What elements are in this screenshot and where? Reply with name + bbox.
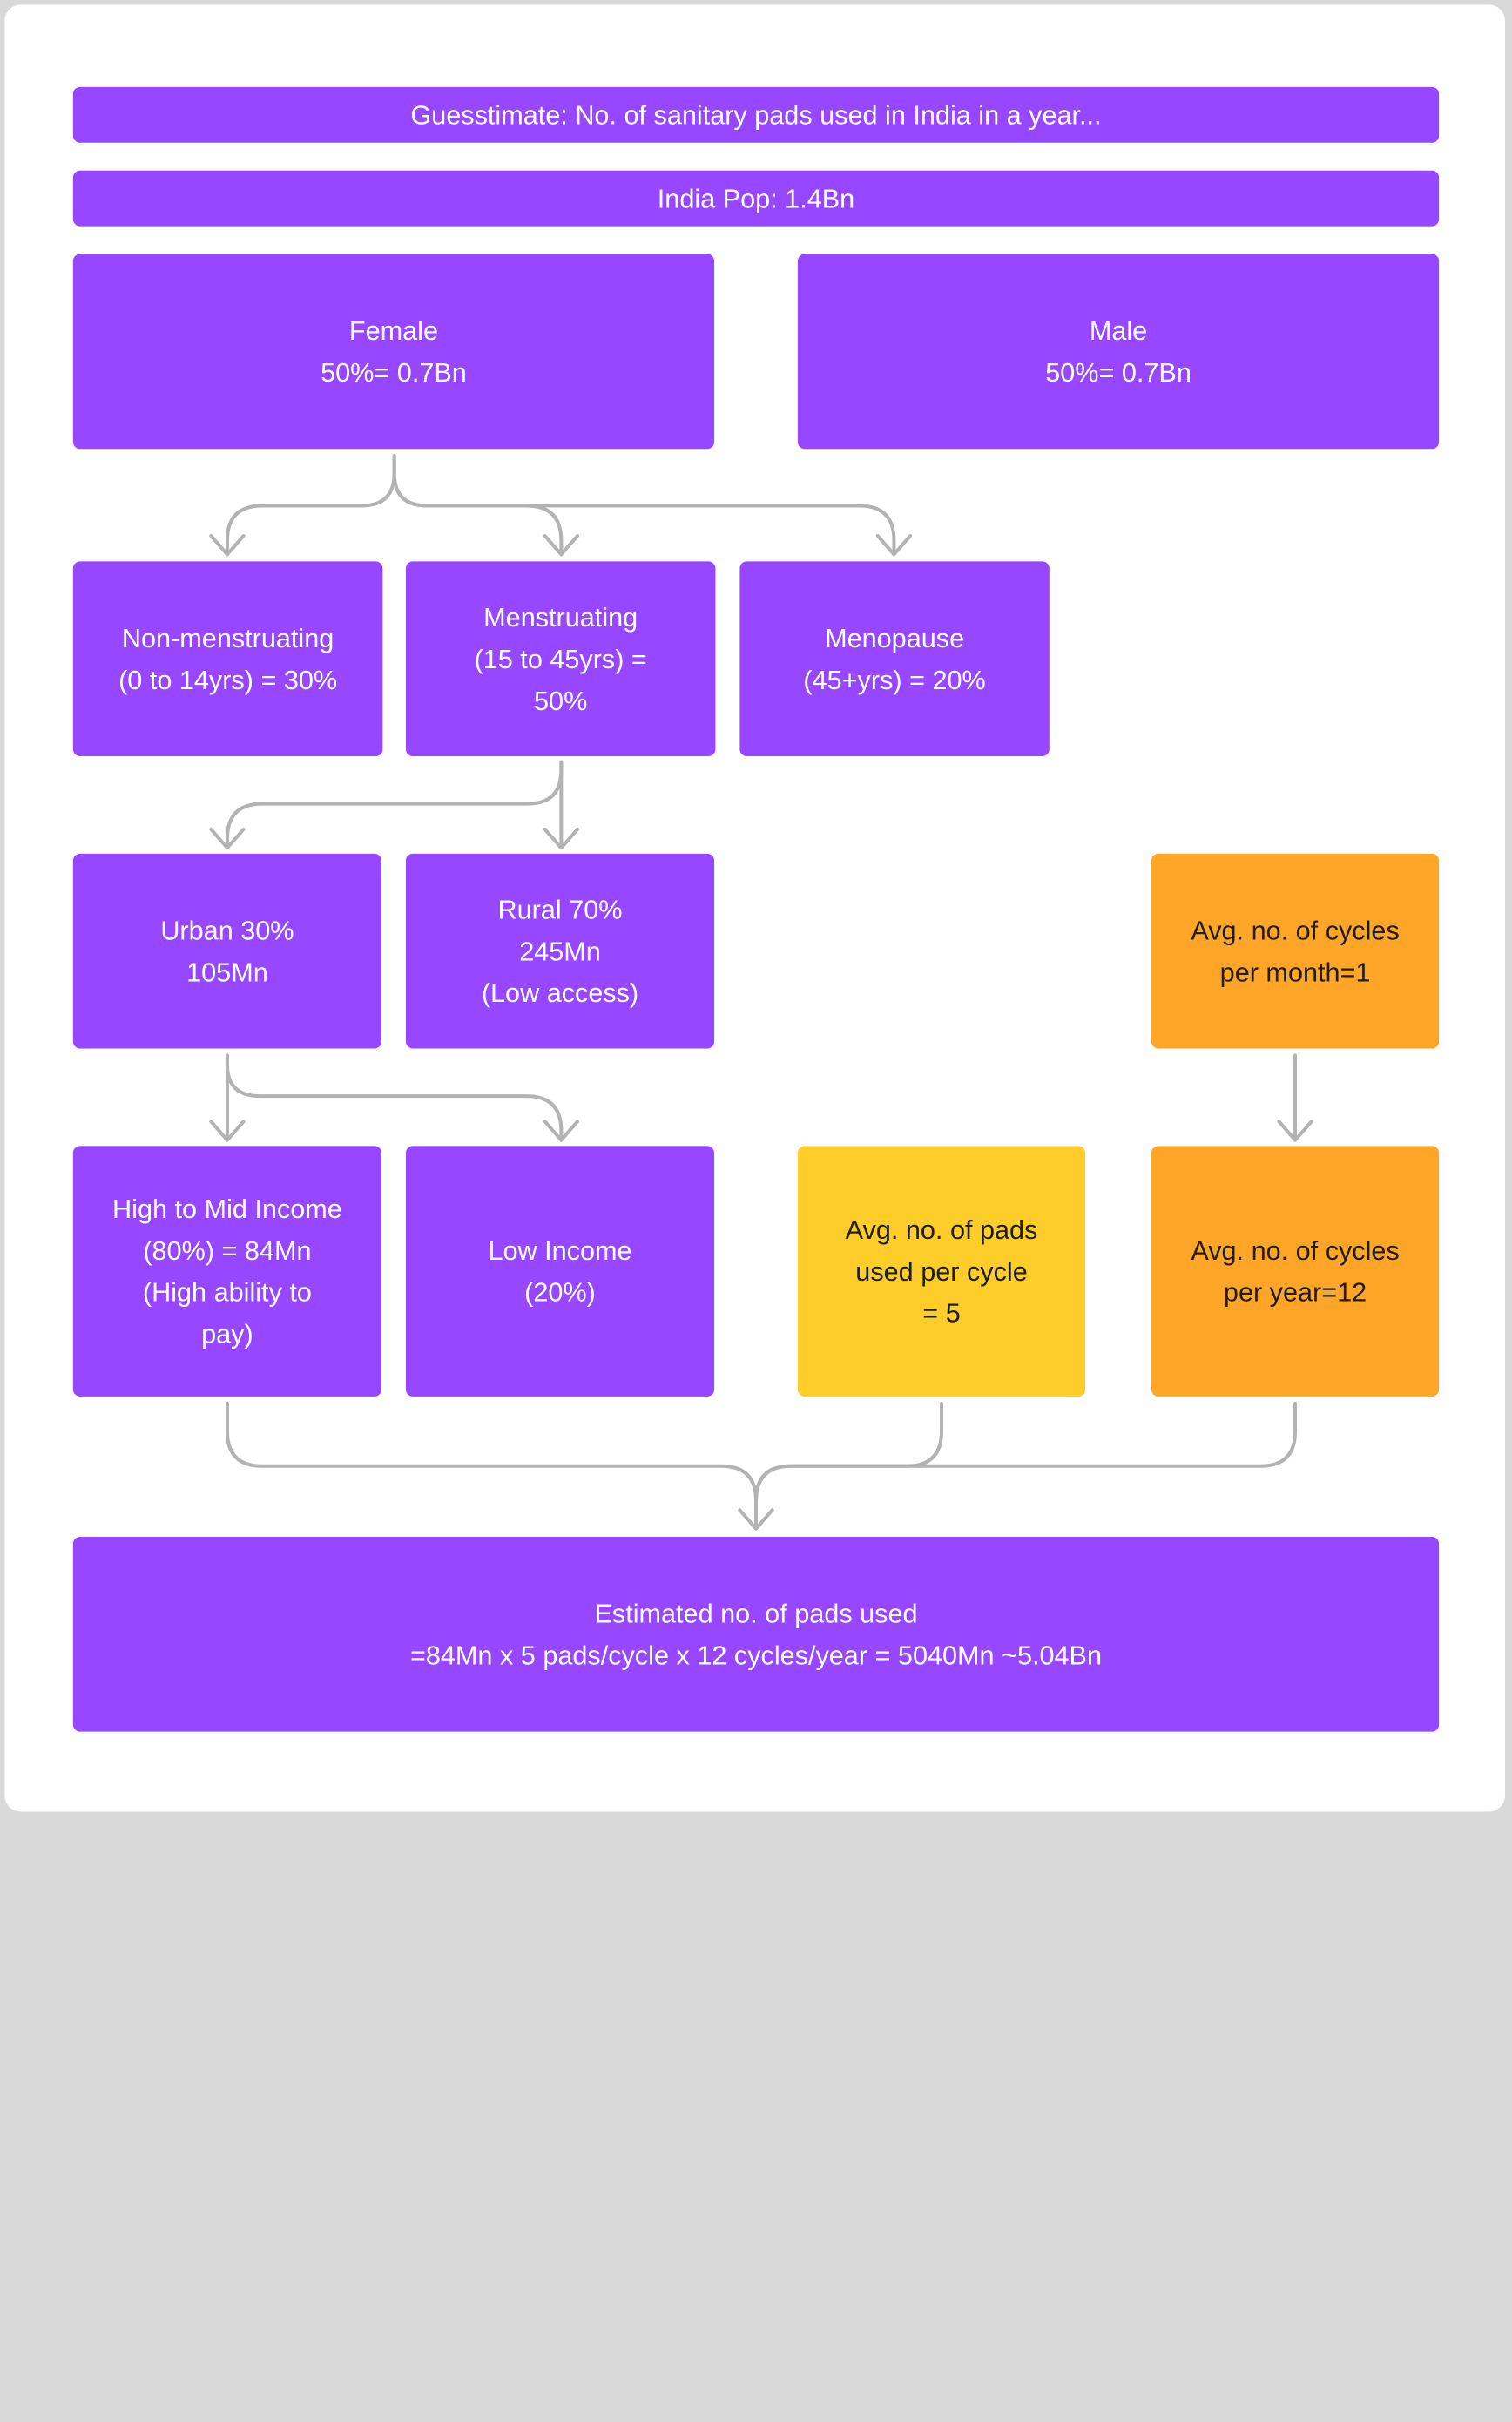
arrowhead-low-income — [543, 1120, 579, 1142]
connector-urban-to-low-income — [225, 1053, 564, 1142]
urban-box: Urban 30% 105Mn — [72, 853, 381, 1049]
arrowhead-rural — [543, 827, 579, 850]
connector-lines — [209, 454, 1313, 1531]
arrowhead-urban — [209, 827, 246, 850]
low-income-box: Low Income (20%) — [405, 1146, 715, 1397]
arrowhead-menstruating — [543, 534, 579, 557]
menstruating-box: Menstruating (15 to 45yrs) = 50% — [405, 561, 716, 757]
male-box: Male 50%= 0.7Bn — [797, 254, 1440, 450]
cycles-per-year-box: Avg. no. of cycles per year=12 — [1151, 1146, 1440, 1397]
pads-per-cycle-box: Avg. no. of pads used per cycle = 5 — [797, 1146, 1086, 1397]
connector-menstruating-to-urban — [225, 760, 564, 850]
rural-box: Rural 70% 245Mn (Low access) — [405, 853, 715, 1049]
arrowhead-high-mid-income — [209, 1120, 246, 1142]
arrowhead-cycles-per-year — [1277, 1120, 1313, 1142]
cycles-per-month-box: Avg. no. of cycles per month=1 — [1151, 853, 1440, 1049]
population-box: India Pop: 1.4Bn — [72, 170, 1440, 227]
connector-cycles-per-year-to-result — [754, 1401, 1298, 1531]
connector-female-to-non-menstruating — [225, 454, 396, 557]
menopause-box: Menopause (45+yrs) = 20% — [739, 561, 1050, 757]
arrowhead-result — [738, 1508, 774, 1531]
title-box: Guesstimate: No. of sanitary pads used i… — [72, 86, 1440, 143]
female-box: Female 50%= 0.7Bn — [72, 254, 715, 450]
arrowhead-non-menstruating — [209, 534, 246, 557]
arrowhead-menopause — [875, 534, 913, 557]
result-box: Estimated no. of pads used =84Mn x 5 pad… — [72, 1536, 1440, 1732]
non-menstruating-box: Non-menstruating (0 to 14yrs) = 30% — [72, 561, 383, 757]
high-mid-income-box: High to Mid Income (80%) = 84Mn (High ab… — [72, 1146, 381, 1397]
connector-high-mid-income-to-result — [225, 1401, 759, 1531]
connector-female-to-menopause — [392, 454, 896, 557]
